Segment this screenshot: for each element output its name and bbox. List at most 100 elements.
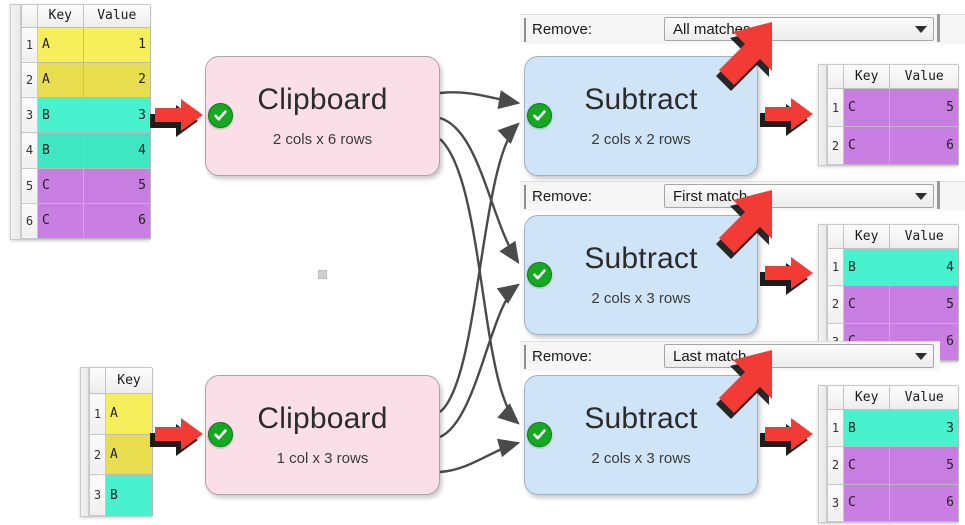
panel-scroll-tick[interactable]: [937, 181, 940, 209]
cell-value[interactable]: 5: [889, 285, 959, 324]
table-row[interactable]: 1 B 4: [827, 247, 959, 287]
cell-key[interactable]: A: [105, 433, 153, 476]
cell-key[interactable]: A: [37, 61, 84, 99]
cell-key[interactable]: B: [37, 132, 84, 169]
cell-value[interactable]: 6: [82, 202, 152, 240]
cell-value[interactable]: 3: [82, 97, 152, 134]
cell-key[interactable]: A: [37, 26, 84, 63]
table-row[interactable]: 1 A 1: [21, 26, 152, 63]
row-number[interactable]: 2: [827, 446, 844, 485]
cell-key[interactable]: C: [842, 285, 891, 324]
column-header-value[interactable]: Value: [889, 65, 959, 90]
table-row[interactable]: 3 B 3: [21, 97, 152, 134]
row-number[interactable]: 3: [21, 97, 38, 134]
node-subtract-bottom[interactable]: Subtract 2 cols x 3 rows: [524, 375, 758, 495]
row-number[interactable]: 1: [827, 247, 844, 287]
table-row[interactable]: 2 A: [89, 433, 153, 476]
arrow-to-clipboard-bottom: [150, 418, 203, 456]
cell-key[interactable]: C: [842, 88, 891, 128]
table-row[interactable]: 2 A 2: [21, 61, 152, 99]
status-badge-ok[interactable]: [527, 103, 552, 128]
row-number[interactable]: 3: [89, 474, 106, 516]
table-row[interactable]: 2 C 5: [827, 285, 959, 324]
chevron-down-icon: [915, 25, 927, 33]
cell-value[interactable]: 4: [82, 132, 152, 169]
cell-key[interactable]: B: [105, 474, 153, 516]
table-row[interactable]: 1 A: [89, 393, 153, 435]
table-row[interactable]: 3 C 6: [827, 483, 959, 523]
cell-value[interactable]: 6: [889, 126, 959, 165]
cell-key[interactable]: C: [842, 483, 891, 523]
panel-scroll-tick[interactable]: [937, 14, 940, 42]
cell-value[interactable]: 5: [82, 167, 152, 204]
column-header-value[interactable]: Value: [889, 386, 959, 410]
column-header-key[interactable]: Key: [842, 65, 891, 90]
row-number[interactable]: 6: [21, 202, 38, 240]
table-row[interactable]: 2 C 5: [827, 446, 959, 485]
dropdown-value: Last match: [673, 347, 747, 365]
cell-value[interactable]: 5: [889, 446, 959, 485]
cell-key[interactable]: C: [842, 446, 891, 485]
remove-dropdown-bottom[interactable]: Last match: [664, 344, 934, 368]
cell-value[interactable]: 3: [889, 408, 959, 448]
cell-key[interactable]: B: [842, 408, 891, 448]
row-number[interactable]: 2: [827, 126, 844, 165]
column-header-key[interactable]: Key: [842, 225, 891, 249]
table-row[interactable]: 5 C 5: [21, 167, 152, 204]
cell-key[interactable]: C: [37, 167, 84, 204]
status-badge-ok[interactable]: [527, 422, 552, 447]
node-clipboard-top[interactable]: Clipboard 2 cols x 6 rows: [205, 56, 440, 176]
row-number[interactable]: 3: [827, 483, 844, 523]
table-scroll-rail[interactable]: [819, 65, 827, 165]
status-badge-ok[interactable]: [208, 422, 233, 447]
node-subtract-middle[interactable]: Subtract 2 cols x 3 rows: [524, 215, 758, 335]
cell-value[interactable]: 4: [889, 247, 959, 287]
row-number[interactable]: 1: [827, 88, 844, 128]
cell-value[interactable]: 6: [889, 483, 959, 523]
cell-key[interactable]: B: [842, 247, 891, 287]
node-clipboard-bottom[interactable]: Clipboard 1 col x 3 rows: [205, 375, 440, 495]
row-number[interactable]: 1: [89, 393, 106, 435]
result-table-last-match[interactable]: Key Value 1 B 3 2 C 5 3 C 6: [818, 385, 959, 523]
remove-dropdown-middle[interactable]: First match: [664, 184, 934, 208]
node-subtract-top[interactable]: Subtract 2 cols x 2 rows: [524, 56, 758, 176]
row-number-header: [827, 65, 844, 90]
column-header-key[interactable]: Key: [105, 368, 153, 395]
source-table-top[interactable]: Key Value 1 A 1 2 A 2 3 B 3 4 B 4: [10, 4, 152, 240]
result-table-all-matches[interactable]: Key Value 1 C 5 2 C 6: [818, 64, 959, 166]
cell-key[interactable]: C: [37, 202, 84, 240]
column-header-key[interactable]: Key: [842, 386, 891, 410]
cell-key[interactable]: C: [842, 126, 891, 165]
cell-value[interactable]: 1: [82, 26, 152, 63]
column-header-key[interactable]: Key: [37, 5, 84, 28]
remove-dropdown-top[interactable]: All matches: [664, 17, 934, 41]
column-header-value[interactable]: Value: [889, 225, 959, 249]
column-header-value[interactable]: Value: [82, 5, 152, 28]
table-row[interactable]: 2 C 6: [827, 126, 959, 165]
cell-value[interactable]: 5: [889, 88, 959, 128]
table-row[interactable]: 6 C 6: [21, 202, 152, 240]
row-number[interactable]: 5: [21, 167, 38, 204]
cell-key[interactable]: A: [105, 393, 153, 435]
row-number[interactable]: 2: [827, 285, 844, 324]
table-scroll-rail[interactable]: [11, 5, 21, 239]
row-number[interactable]: 1: [827, 408, 844, 448]
status-badge-ok[interactable]: [527, 262, 552, 287]
table-row[interactable]: 1 C 5: [827, 88, 959, 128]
table-scroll-rail[interactable]: [81, 368, 89, 516]
source-table-bottom[interactable]: Key 1 A 2 A 3 B: [80, 367, 153, 517]
row-number[interactable]: 2: [89, 433, 106, 476]
panel-divider: [524, 344, 526, 369]
table-row[interactable]: 1 B 3: [827, 408, 959, 448]
table-row[interactable]: 3 B: [89, 474, 153, 516]
table-scroll-rail[interactable]: [819, 225, 827, 361]
row-number[interactable]: 1: [21, 26, 38, 63]
table-scroll-rail[interactable]: [819, 386, 827, 522]
table-row[interactable]: 4 B 4: [21, 132, 152, 169]
row-number[interactable]: 4: [21, 132, 38, 169]
cell-key[interactable]: B: [37, 97, 84, 134]
cell-value[interactable]: 2: [82, 61, 152, 99]
status-badge-ok[interactable]: [208, 103, 233, 128]
row-number[interactable]: 2: [21, 61, 38, 99]
